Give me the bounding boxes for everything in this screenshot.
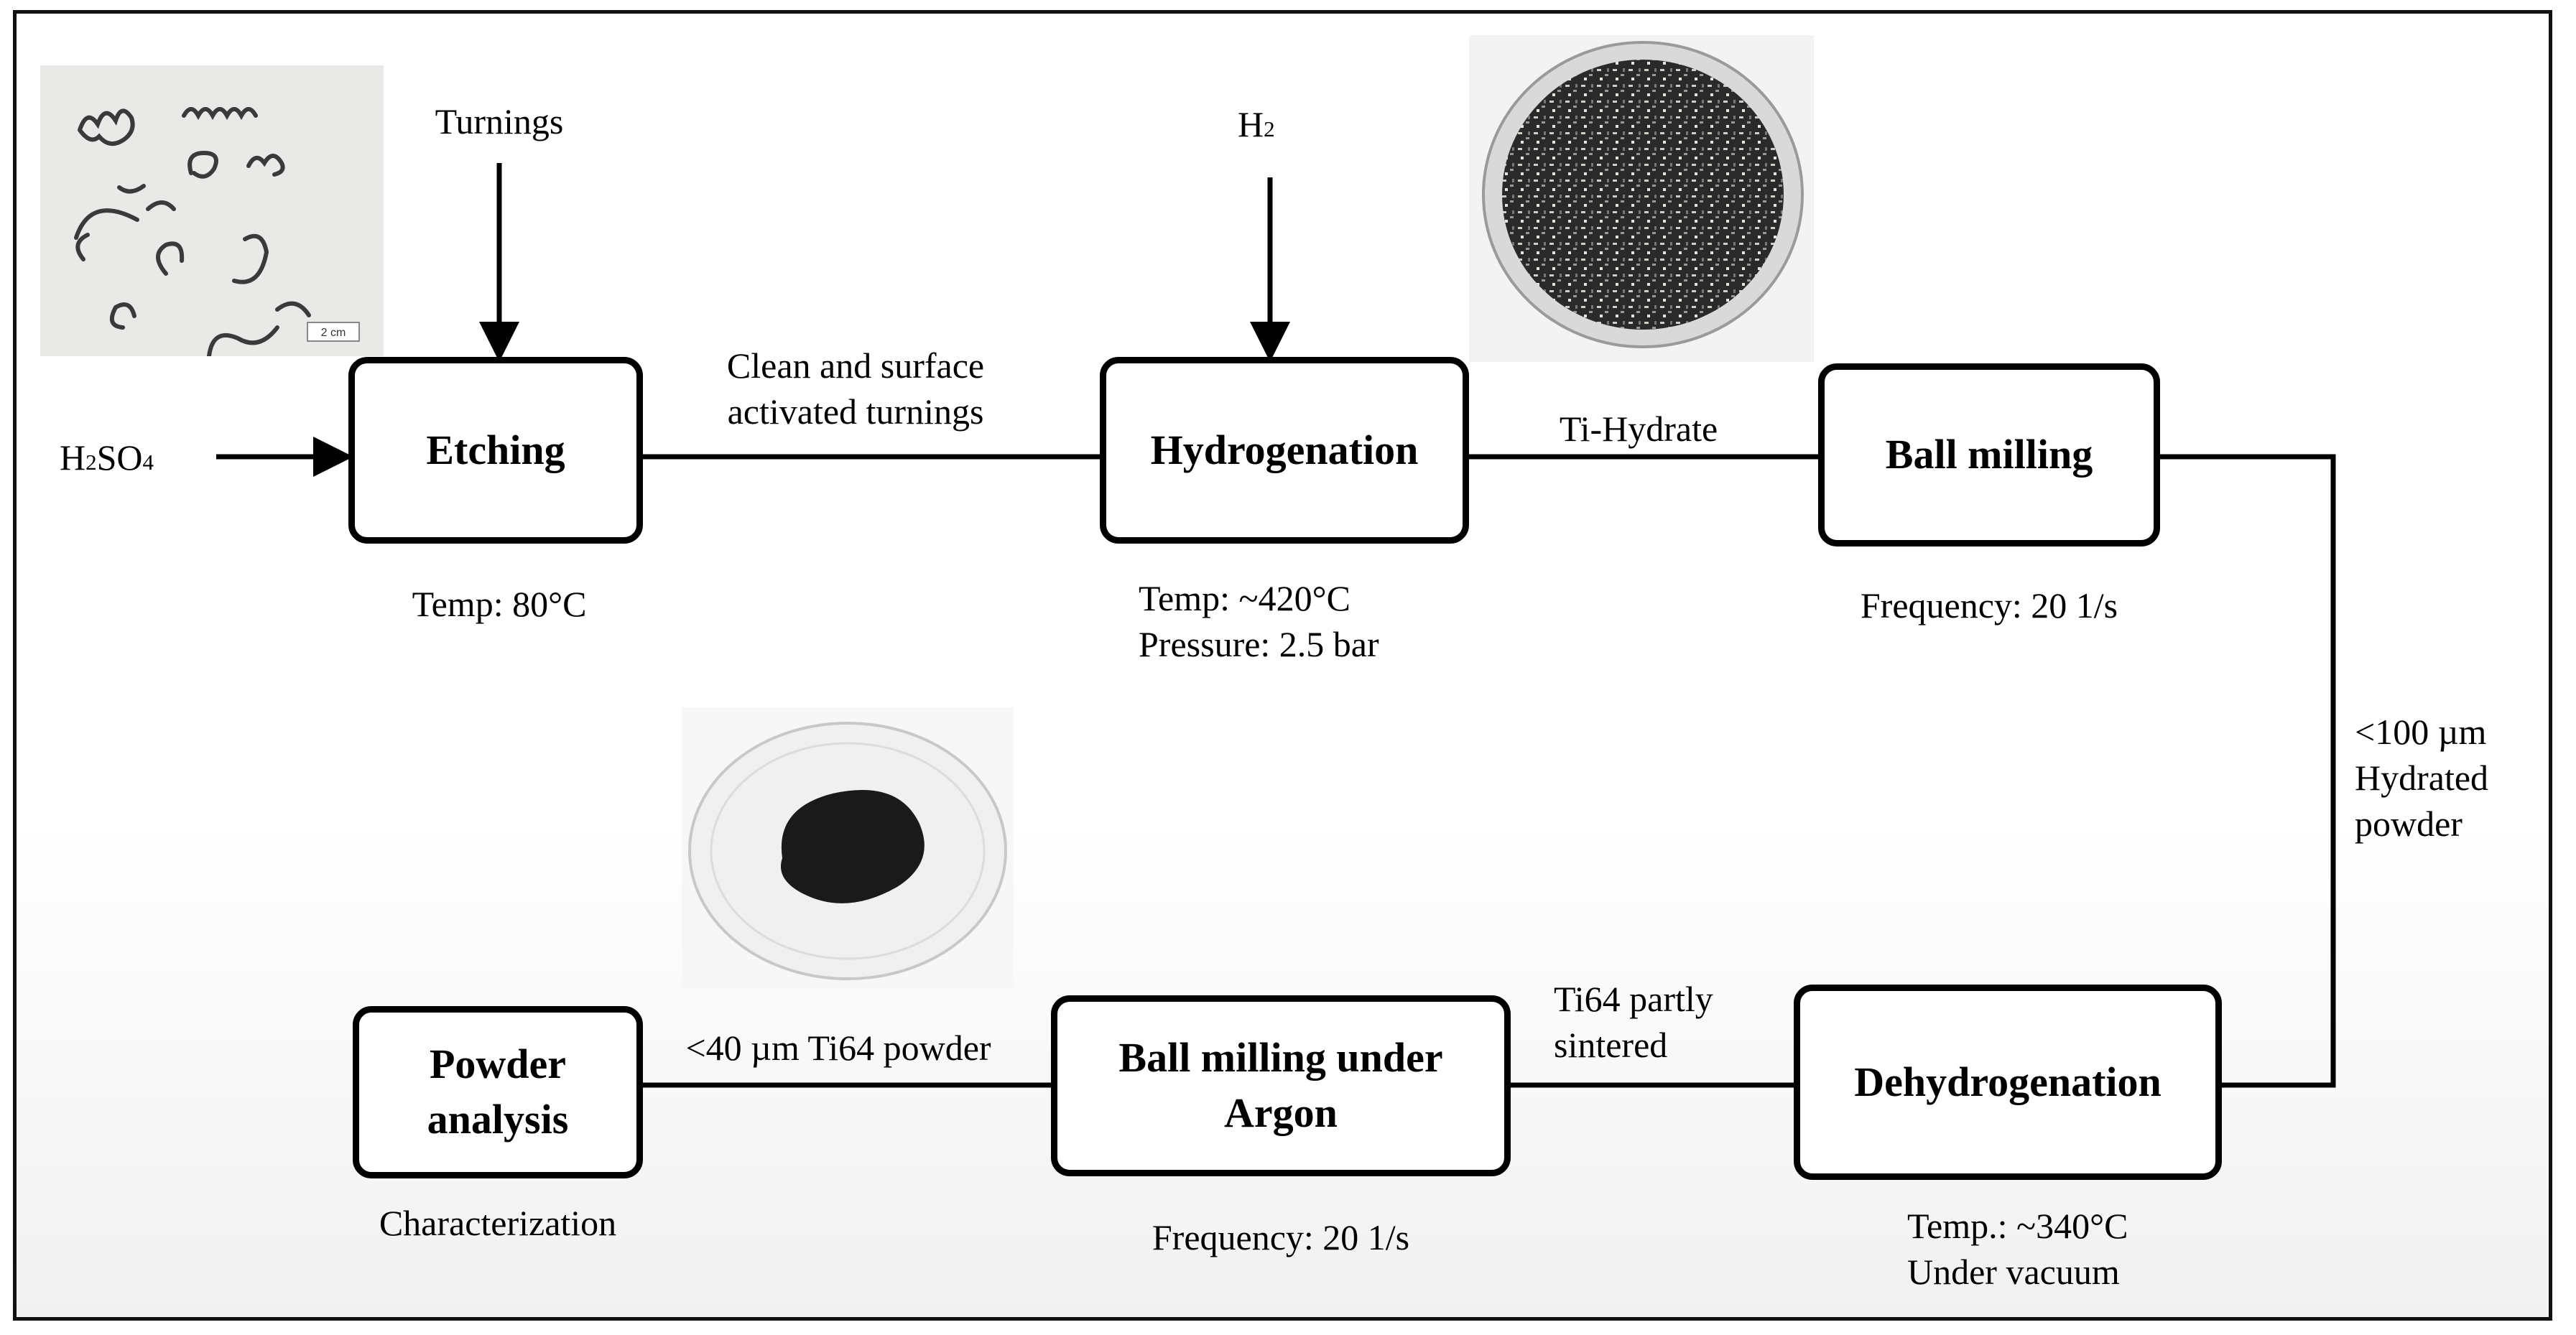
h2-subscript: 2 [1264,116,1275,141]
ball-milling-argon-box[interactable]: Ball milling under Argon [1051,995,1511,1176]
edge-label-clean-line2: activated turnings [727,391,984,432]
ball-milling-label: Ball milling [1885,431,2093,478]
dehydrogenation-temp: Temp.: ~340°C [1907,1206,2128,1246]
powder-analysis-line1: Powder [429,1041,567,1088]
edge-label-hydrated-powder: <100 µm Hydrated powder [2355,709,2488,847]
h2-label: H2 [1238,101,1275,147]
dehydrogenation-label: Dehydrogenation [1854,1058,2162,1105]
turnings-icon: 2 cm [74,107,360,356]
dehydrogenation-box[interactable]: Dehydrogenation [1794,985,2222,1180]
ball-milling-conditions: Frequency: 20 1/s [1860,585,2118,625]
hydrogenation-temp: Temp: ~420°C [1139,578,1350,618]
connector-lines [216,163,2336,1088]
edge-label-hydrated-line3: powder [2355,804,2463,844]
etching-conditions: Temp: 80°C [412,584,587,624]
hydride-dish-photo [1469,35,1814,362]
turnings-label: Turnings [435,101,564,141]
acid-sub-2: 2 [85,450,97,475]
etching-label: Etching [426,426,565,473]
turnings-photo: 2 cm [40,65,384,356]
dehydrogenation-env: Under vacuum [1907,1252,2120,1292]
hydrogenation-pressure: Pressure: 2.5 bar [1139,624,1379,664]
ball-milling-argon-line1: Ball milling under [1118,1034,1443,1082]
acid-h: H [60,437,86,478]
edge-label-partly-sintered: Ti64 partly sintered [1554,976,1713,1068]
acid-sub-4: 4 [142,450,154,475]
ball-milling-argon-conditions: Frequency: 20 1/s [1152,1217,1410,1257]
powder-dish-photo [682,707,1014,989]
edge-label-sintered-line1: Ti64 partly [1554,979,1713,1019]
hydrogenation-label: Hydrogenation [1150,426,1419,473]
sulfuric-acid-label: H2SO4 [60,434,154,480]
edge-label-clean-turnings: Clean and surface activated turnings [727,343,984,434]
edge-label-sintered-line2: sintered [1554,1025,1668,1065]
h2-base: H [1238,104,1264,144]
dehydrogenation-conditions: Temp.: ~340°C Under vacuum [1907,1203,2128,1295]
edge-label-hydrated-line2: Hydrated [2355,758,2489,798]
powder-analysis-line2: analysis [427,1096,569,1143]
edge-label-ti64-powder: <40 µm Ti64 powder [685,1028,991,1068]
acid-so: SO [96,437,143,478]
powder-analysis-label: Powder analysis [427,1037,569,1147]
hydrogenation-box[interactable]: Hydrogenation [1100,357,1469,544]
ball-milling-box[interactable]: Ball milling [1818,363,2160,546]
edge-label-clean-line1: Clean and surface [726,345,985,386]
petri-dish-icon [1482,41,1804,348]
powder-analysis-conditions: Characterization [379,1203,617,1243]
etching-box[interactable]: Etching [348,357,643,544]
scale-bar-label: 2 cm [321,327,346,339]
diagram-frame: 2 cm Turnings H2 H2S [13,10,2552,1321]
powder-dish-icon [688,722,1007,980]
powder-analysis-box[interactable]: Powder analysis [353,1006,643,1178]
hydrogenation-conditions: Temp: ~420°C Pressure: 2.5 bar [1139,575,1379,667]
ball-milling-argon-line2: Argon [1224,1089,1338,1136]
line-ball-milling-to-dehydrogenation [2160,454,2336,1088]
ball-milling-argon-label: Ball milling under Argon [1118,1031,1442,1140]
edge-label-ti-hydrate: Ti-Hydrate [1559,409,1718,449]
edge-label-hydrated-line1: <100 µm [2355,712,2487,752]
